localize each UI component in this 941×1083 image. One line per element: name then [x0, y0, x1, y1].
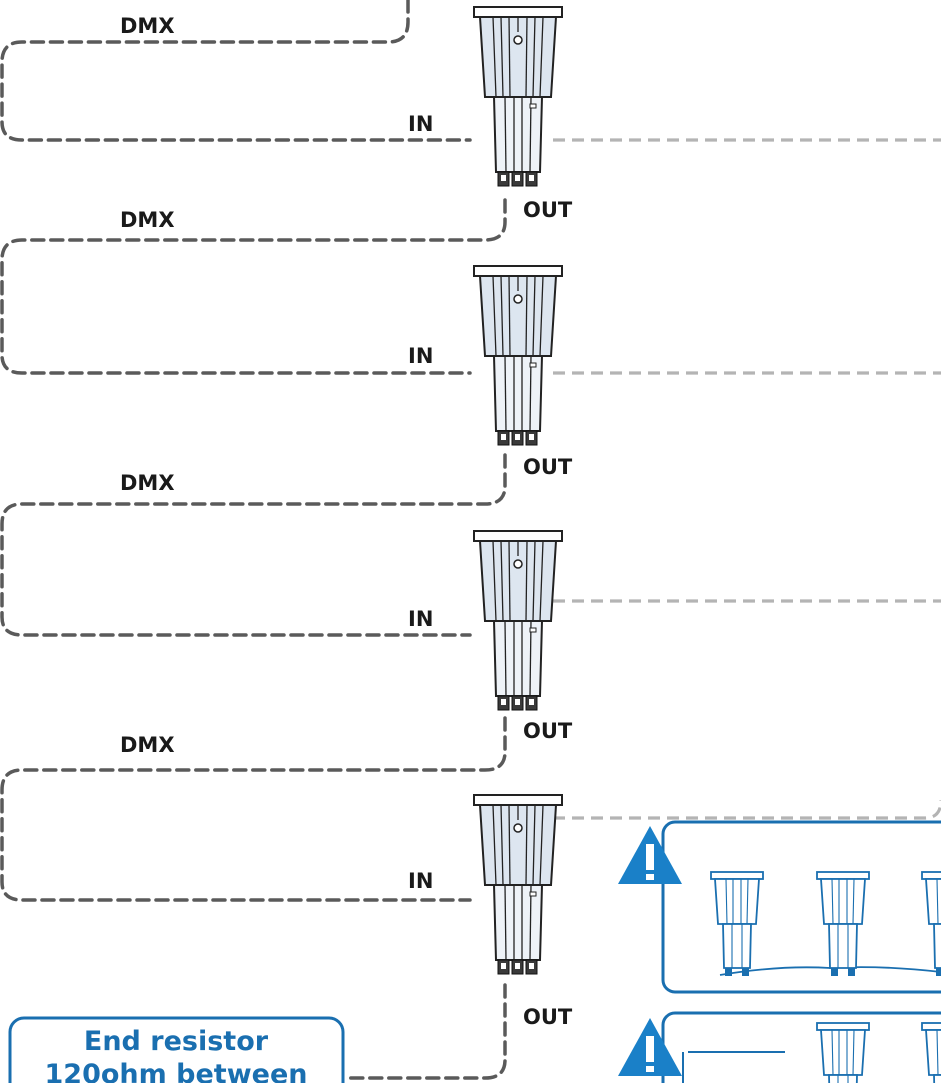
- luminaire-fixture-icon: [473, 530, 563, 711]
- dmx-label-1: DMX: [120, 14, 175, 38]
- out-label-3: OUT: [523, 719, 573, 743]
- dmx-cable-in-4: [0, 716, 507, 902]
- luminaire-fixture-icon: [473, 6, 563, 187]
- end-resistor-line2: 120ohm between: [45, 1059, 308, 1083]
- dmx-label-2: DMX: [120, 208, 175, 232]
- dmx-label-4: DMX: [120, 733, 175, 757]
- in-label-1: IN: [408, 112, 433, 136]
- in-label-4: IN: [408, 869, 433, 893]
- out-label-4: OUT: [523, 1005, 573, 1029]
- end-resistor-box: End resistor 120ohm between: [8, 1016, 345, 1083]
- dmx-link-4: [553, 799, 941, 820]
- dmx-cable-in-1: [0, 0, 472, 142]
- luminaire-fixture-icon: [473, 794, 563, 975]
- warning-panel-1: [618, 820, 941, 994]
- warning-panel-2: [618, 1011, 941, 1083]
- dmx-cable-in-3: [0, 453, 507, 637]
- dmx-cable-in-2: [0, 198, 507, 375]
- in-label-2: IN: [408, 344, 433, 368]
- out-label-1: OUT: [523, 198, 573, 222]
- dmx-cable-end: [343, 983, 507, 1080]
- out-label-2: OUT: [523, 455, 573, 479]
- luminaire-fixture-icon: [816, 1022, 870, 1083]
- luminaire-fixture-icon: [473, 265, 563, 446]
- end-resistor-line1: End resistor: [84, 1026, 269, 1057]
- dmx-label-3: DMX: [120, 471, 175, 495]
- in-label-3: IN: [408, 607, 433, 631]
